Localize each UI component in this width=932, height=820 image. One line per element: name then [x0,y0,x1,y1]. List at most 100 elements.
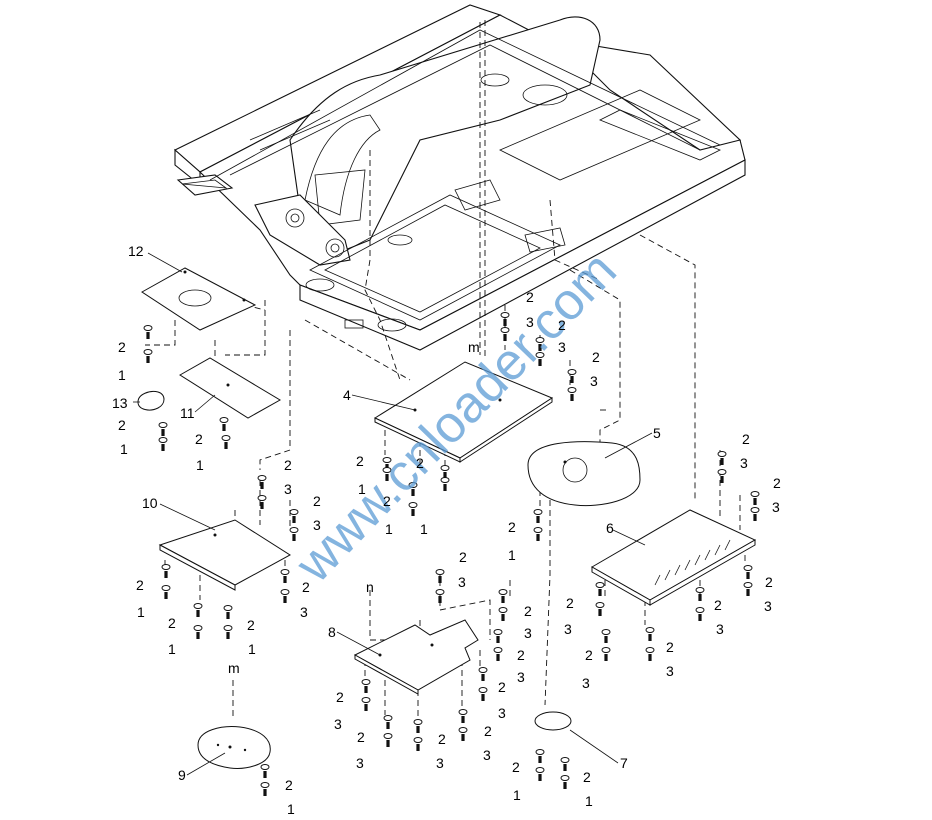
fastener-callout: 2 [566,595,574,611]
washer-icon [535,749,545,755]
bolt-icon [538,359,542,366]
bolt-icon [292,516,296,523]
bolt-icon [461,734,465,741]
washer-icon [533,527,543,533]
callout-5: 5 [653,425,661,441]
washer-icon [458,727,468,733]
bolt-icon [570,394,574,401]
washer-icon [595,602,605,608]
bolt-icon [461,716,465,723]
fastener-callout: 3 [483,747,491,763]
bolt-icon [503,334,507,341]
washer-icon [382,457,392,463]
bolt-icon [438,596,442,603]
fastener-callout: 2 [773,475,781,491]
fastener-callout: 2 [247,617,255,633]
washer-icon [383,715,393,721]
fastener-callout: 2 [714,597,722,613]
bolt-icon [386,722,390,729]
washer-icon [478,667,488,673]
washer-icon [595,582,605,588]
fastener-callout: 2 [558,317,566,333]
washer-icon [260,764,270,770]
bolt-icon [563,764,567,771]
plate-7 [534,711,572,731]
washer-icon [750,507,760,513]
bolt-icon [226,612,230,619]
marker-m-top: m [468,339,480,355]
fastener-callout: 2 [285,777,293,793]
washer-icon [717,451,727,457]
fastener-callout: 3 [313,517,321,533]
fastener-callout: 2 [508,519,516,535]
bolt-icon [283,596,287,603]
washer-icon [560,775,570,781]
marker-m-bottom: m [228,660,240,676]
fastener-callout: 2 [416,455,424,471]
washer-icon [535,337,545,343]
plate-12 [141,267,257,331]
washer-icon [361,679,371,685]
plate-11 [179,357,281,419]
bolt-icon [416,726,420,733]
bolt-icon [386,740,390,747]
fastener-callout: 3 [666,663,674,679]
bolt-icon [385,474,389,481]
washer-icon [601,647,611,653]
callout-10: 10 [142,495,158,511]
fastener-callout: 1 [508,547,516,563]
plate-6 [590,509,757,606]
washer-icon [743,565,753,571]
fastener-callout: 1 [287,801,295,817]
fastener-callout: 2 [284,457,292,473]
washer-icon [361,697,371,703]
washer-icon [440,477,450,483]
fastener-callout: 2 [118,339,126,355]
washer-icon [567,387,577,393]
bolt-icon [496,636,500,643]
washer-icon [219,417,229,423]
callout-9: 9 [178,767,186,783]
fastener-callout: 2 [765,574,773,590]
washer-icon [257,475,267,481]
plate-4 [373,361,554,463]
fastener-callout: 1 [137,604,145,620]
fastener-callout: 3 [526,314,534,330]
bolt-icon [536,534,540,541]
bolt-icon [481,694,485,701]
fastener-callout: 2 [498,679,506,695]
washer-icon [440,465,450,471]
fastener-callout: 3 [558,339,566,355]
fastener-callout: 2 [585,647,593,663]
fastener-callout: 1 [196,457,204,473]
bolt-icon [746,589,750,596]
callout-13: 13 [112,395,128,411]
washer-icon [193,625,203,631]
washer-icon [533,509,543,515]
callout-7: 7 [620,755,628,771]
bolt-icon [563,782,567,789]
washer-icon [567,369,577,375]
washer-icon [601,629,611,635]
bolt-icon [698,614,702,621]
bolt-icon [224,442,228,449]
fastener-callout: 3 [284,481,292,497]
bolt-icon [196,632,200,639]
marker-n: n [366,579,374,595]
fastener-callout: 1 [120,441,128,457]
bolt-icon [753,498,757,505]
bolt-icon [364,704,368,711]
bolt-icon [604,636,608,643]
washer-icon [143,349,153,355]
bolt-icon [146,356,150,363]
washer-icon [280,569,290,575]
washer-icon [498,589,508,595]
bolt-icon [720,458,724,465]
bolt-icon [161,444,165,451]
washer-icon [221,435,231,441]
fastener-callout: 2 [313,493,321,509]
bolt-icon [598,609,602,616]
bolt-icon [416,744,420,751]
bolt-icon [746,572,750,579]
